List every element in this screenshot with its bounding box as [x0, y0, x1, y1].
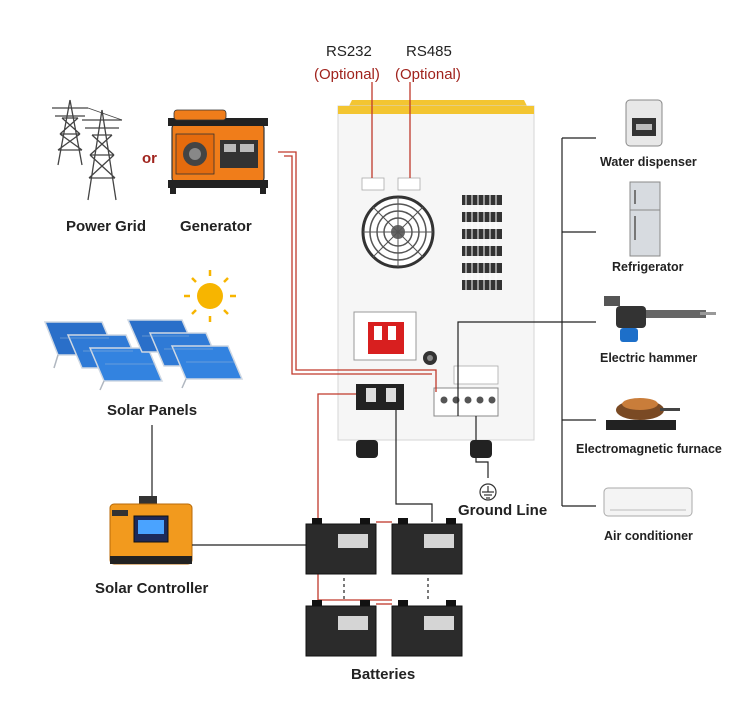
power-grid-icon [52, 99, 123, 201]
battery-icon [391, 518, 463, 575]
ground-line-label: Ground Line [458, 502, 548, 519]
solar-panels-icon [43, 319, 244, 391]
fan-grille-icon [361, 195, 435, 269]
refrigerator-icon [629, 181, 661, 257]
rs485-note: (Optional) [395, 66, 461, 83]
air-conditioner-icon [603, 487, 693, 517]
appliance-label: Air conditioner [604, 529, 693, 543]
power-grid-label: Power Grid [66, 218, 147, 235]
or-label: or [142, 150, 157, 167]
inverter-unit [337, 100, 535, 458]
solar-controller-icon [109, 496, 193, 565]
generator-icon [168, 109, 268, 194]
solar-controller-label: Solar Controller [95, 580, 209, 597]
batteries-label: Batteries [351, 666, 416, 683]
solar-panels-label: Solar Panels [107, 402, 198, 419]
electromagnetic-furnace-icon [606, 398, 680, 430]
appliance-label: Water dispenser [600, 155, 697, 169]
ac-wire [278, 82, 437, 601]
battery-icon [391, 600, 463, 657]
dc-wire [151, 137, 596, 602]
appliance-label: Electric hammer [600, 351, 698, 365]
generator-label: Generator [180, 218, 252, 235]
sun-icon [184, 270, 236, 322]
rs485-label: RS485 [406, 43, 452, 60]
battery-icon [305, 518, 377, 575]
ground-icon [479, 483, 497, 501]
water-dispenser-icon [625, 99, 663, 147]
battery-icon [305, 600, 377, 657]
rs232-label: RS232 [326, 43, 372, 60]
breaker-icon [353, 311, 417, 361]
electric-hammer-icon [604, 296, 716, 342]
appliance-label: Electromagnetic furnace [576, 442, 722, 456]
appliance-label: Refrigerator [612, 260, 684, 274]
rs232-note: (Optional) [314, 66, 380, 83]
